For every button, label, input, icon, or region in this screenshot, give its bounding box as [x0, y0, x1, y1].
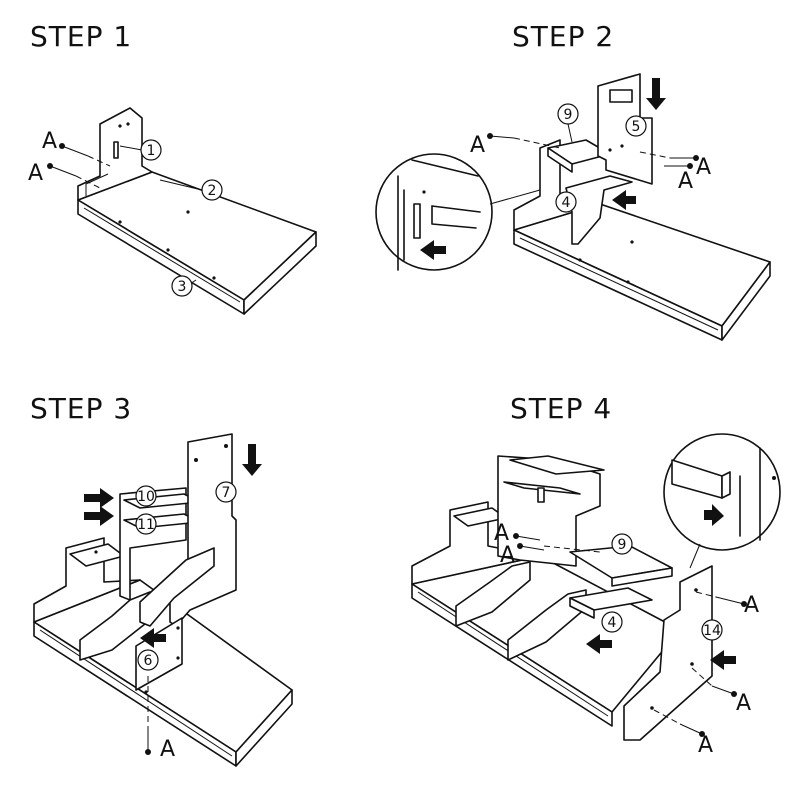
step-3-divider-right [139, 547, 215, 627]
step-3-down-arrow [242, 444, 262, 476]
step-1-callout-3 [171, 275, 193, 297]
step-2-title: STEP 2 [512, 20, 614, 53]
step-4-detail-zoom [663, 433, 781, 569]
step-4-callout-14 [701, 619, 723, 641]
step-4-screw-label-1: A [494, 521, 509, 546]
step-1-callout-1 [140, 139, 162, 161]
step-3-arrow-shelf-11 [84, 506, 114, 526]
step-4-screw-label-3: A [744, 593, 759, 618]
step-3-callout-11 [135, 513, 157, 535]
step-2-detail-circle [375, 153, 493, 271]
step-2-detail-arrow [420, 240, 446, 260]
step-3-callout-11-label: 11 [137, 517, 155, 533]
step-1-callout-3-label: 3 [178, 279, 187, 295]
step-2-insert-arrow [612, 190, 636, 210]
step-1-title: STEP 1 [30, 20, 132, 53]
step-2-callout-9-label: 9 [564, 107, 573, 123]
step-4-screw-label-2: A [500, 543, 515, 568]
step-3-divider-left [79, 591, 151, 661]
step-3-insert-arrow [140, 628, 166, 648]
step-3-callout-10-label: 10 [137, 489, 155, 505]
step-2-screw-left [487, 133, 515, 139]
step-4-screw-right-3 [679, 723, 705, 737]
step-3-callout-7-label: 7 [222, 485, 231, 501]
step-2-screw-label-2: A [696, 155, 711, 180]
step-1-rail-end [243, 231, 317, 315]
step-1-callout-1-label: 1 [147, 143, 156, 159]
step-4-screw-label-4: A [736, 691, 751, 716]
step-4-side-arrow [710, 650, 736, 670]
step-3-side-board [33, 537, 141, 623]
step-2-callout-5-label: 5 [632, 119, 641, 135]
step-2-callout-4 [555, 191, 577, 213]
step-2-panel: STEP 2 [375, 20, 771, 341]
step-4-panel: STEP 4 [411, 392, 781, 758]
step-3-screw [145, 726, 151, 755]
step-4-screw-left-2 [517, 543, 545, 551]
step-1-screw-label-1: A [42, 129, 57, 154]
step-2-callout-4-label: 4 [562, 195, 571, 211]
step-2-base-shelf [513, 203, 771, 327]
step-2-screw-right-1 [670, 155, 699, 161]
step-4-callout-9 [611, 533, 633, 555]
step-4-screw-label-5: A [698, 733, 713, 758]
step-3-screw-label: A [160, 737, 175, 762]
step-3-callout-10 [135, 485, 157, 507]
step-3-panel: STEP 3 [30, 392, 293, 767]
step-4-screw-right-2 [711, 685, 737, 697]
step-1-screw-upper [59, 143, 89, 157]
step-4-screw-right-1 [719, 597, 747, 607]
step-4-callout-4 [601, 611, 623, 633]
step-4-title: STEP 4 [510, 392, 612, 425]
step-3-callout-6-label: 6 [144, 653, 153, 669]
step-1-screw-label-2: A [28, 161, 43, 186]
step-4-insert-arrow [586, 634, 612, 654]
step-1-callout-2 [201, 179, 223, 201]
step-4-callout-9-label: 9 [618, 537, 627, 553]
step-3-part-6 [135, 617, 183, 691]
step-2-down-arrow [646, 78, 666, 110]
step-3-arrow-shelf-10 [84, 488, 114, 508]
step-2-detail-zoom [375, 153, 541, 271]
step-3-callout-6 [137, 649, 159, 671]
step-4-divider-2 [507, 589, 587, 661]
step-2-screw-label-1: A [470, 133, 485, 158]
step-4-callout-14-label: 14 [703, 623, 721, 639]
step-1-panel: STEP 1 A A 1 [28, 20, 317, 315]
step-4-callout-4-label: 4 [608, 615, 617, 631]
step-1-callout-2-label: 2 [208, 183, 217, 199]
step-1-slot [113, 141, 119, 159]
step-2-screw-right-2 [664, 163, 693, 169]
step-4-detail-arrow [704, 504, 724, 526]
step-2-divider-cutout [609, 89, 633, 103]
step-3-title: STEP 3 [30, 392, 132, 425]
step-2-slanted-divider [565, 175, 633, 245]
step-2-screw-label-3: A [678, 169, 693, 194]
step-4-divider-1 [455, 561, 531, 627]
step-3-callout-7 [215, 481, 237, 503]
step-4-screw-left-1 [513, 533, 541, 541]
step-2-callout-5 [625, 115, 647, 137]
step-1-screw-lower [47, 163, 77, 177]
